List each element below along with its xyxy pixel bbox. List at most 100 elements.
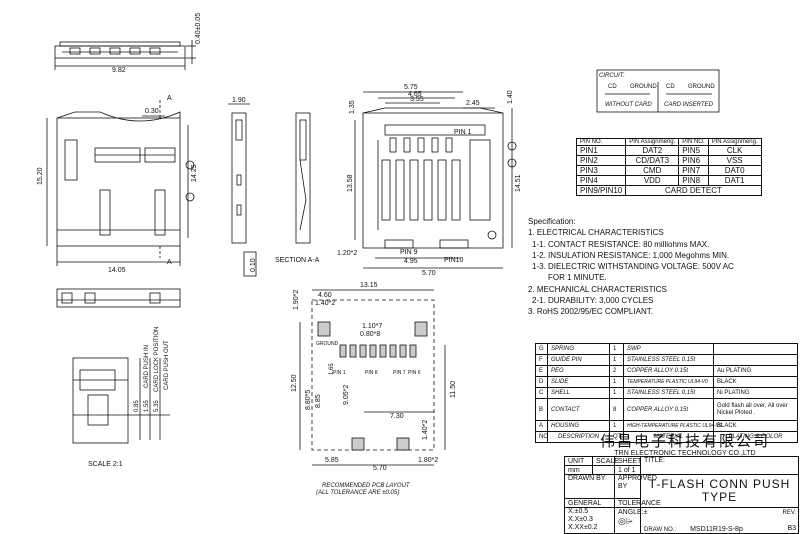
pcb-140x2: 1.40*2 — [315, 300, 335, 307]
dim-030: 0.30 — [145, 108, 159, 115]
push-535: 5.35 — [154, 400, 160, 412]
pcb-460: 4.60 — [318, 292, 332, 299]
pin-cell: PIN1 — [575, 145, 627, 156]
bom-cell: D — [535, 376, 548, 388]
pin-cell: PIN8 — [678, 175, 709, 186]
pin-table-header: PIN NO. — [678, 138, 709, 146]
circuit-inserted: CARD INSERTED — [664, 102, 714, 108]
pcb-180x2: 1.80*2 — [418, 457, 438, 464]
dim-1358: 13.58 — [347, 174, 354, 192]
bom-cell: F — [535, 354, 548, 366]
bom-cell: COPPER ALLOY 0.15t — [623, 365, 714, 377]
pcb-140x2-r: 1.40*2 — [422, 420, 429, 440]
circuit-cd-1: CD — [608, 84, 617, 90]
pin-cell: CMD — [625, 165, 680, 176]
spec-line: 1-2. INSULATION RESISTANCE: 1,000 Megohm… — [532, 250, 730, 260]
bom-cell: E — [535, 365, 548, 377]
pin-cell: VDD — [625, 175, 680, 186]
pcb-165: 1.65 — [329, 363, 335, 375]
tb-general: GENERAL — [564, 498, 615, 508]
tb-rev-label: REV. — [782, 510, 796, 516]
pin-cell: PIN4 — [575, 175, 627, 186]
pcb-caption: RECOMMENDED PCB LAYOUT — [322, 483, 411, 489]
flatness-value: 0.10 — [250, 258, 257, 272]
tb-tol3: X.XX±0.2 — [568, 524, 598, 531]
front-view — [46, 100, 195, 266]
dim-inner-height: 14.25 — [191, 164, 198, 182]
circuit-cd-2: CD — [666, 84, 675, 90]
spec-line: 3. RoHS 2002/95/EC COMPLIANT. — [528, 307, 653, 317]
pin1-label: PIN 1 — [454, 129, 472, 136]
bom-header: QTY — [609, 431, 625, 443]
pcb-585: 5.85 — [325, 457, 339, 464]
bom-header: DESCRIPTION — [547, 431, 610, 443]
pcb-190x2: 1.90*2 — [293, 290, 300, 310]
section-a-a — [295, 112, 311, 244]
pin-cell: VSS — [707, 155, 762, 166]
tb-sheet-val: 1 of 1 — [614, 465, 641, 475]
bom-cell: 1 — [609, 343, 624, 355]
pcb-pin1: PIN 1 — [333, 370, 346, 376]
pin-cell: CD/DAT3 — [625, 155, 680, 166]
bom-cell: B — [535, 398, 548, 421]
bom-header: NO — [535, 431, 548, 443]
tb-approved-by: APPROVED BY — [614, 474, 657, 499]
tb-scale-val — [592, 465, 615, 475]
pin-cell: DAT1 — [707, 175, 762, 186]
card-push-in: CARD PUSH IN — [144, 345, 150, 388]
tb-tolerance: TOLERANCE — [614, 498, 661, 508]
bom-cell: Au PLATING — [713, 365, 798, 377]
spec-title: Specification: — [528, 217, 576, 226]
title-block-company: 伟昌电子科技有限公司 TRN ELECTRONIC TECHNOLOGY CO.… — [600, 430, 770, 457]
pin-cell: PIN9/PIN10 — [575, 185, 627, 196]
bom-cell: Ni PLATING — [713, 387, 798, 399]
pin-table: PIN NO. PIN Assignmeng. PIN NO. PIN Assi… — [575, 138, 762, 196]
bom-cell: CONTACT — [547, 398, 610, 421]
circuit-box — [596, 69, 720, 113]
bom-cell — [713, 354, 798, 366]
tb-tol2: X.X±0.3 — [568, 516, 593, 523]
bom-cell: BLACK — [713, 376, 798, 388]
pin-table-header: PIN Assignmeng. — [707, 138, 762, 146]
bom-header: MATERIAL — [623, 431, 714, 443]
dim-1451: 14.51 — [515, 174, 522, 192]
pin-cell: PIN3 — [575, 165, 627, 176]
pcb-080x8: 0.80*8 — [360, 331, 380, 338]
mark-a-top: A — [167, 95, 172, 102]
pin-cell: DAT2 — [625, 145, 680, 156]
dim-575: 5.75 — [404, 84, 418, 91]
pin-cell: DAT0 — [707, 165, 762, 176]
pin-table-header: PIN Assignmeng. — [625, 138, 680, 146]
tb-drawno: MSD11R19-S-8p — [690, 526, 743, 533]
circuit-ground-2: GROUND — [688, 84, 715, 90]
pcb-570: 5.70 — [373, 465, 387, 472]
bom-cell: STAINLESS STEEL 0.15t — [623, 354, 714, 366]
bom-cell: 2 — [609, 365, 624, 377]
pcb-tolerance: (ALL TOLERANCE ARE ±0.05) — [316, 490, 399, 496]
pin-cell: PIN7 — [678, 165, 709, 176]
bom-cell: PEG — [547, 365, 610, 377]
pin10-label: PIN10 — [444, 257, 464, 264]
company-en: TRN ELECTRONIC TECHNOLOGY CO.,LTD — [614, 450, 756, 457]
tb-title-label: TITLE: — [640, 456, 799, 475]
pin-cell: CARD DETECT — [625, 185, 762, 196]
bom-header: PLATING & COLOR — [713, 431, 798, 443]
pcb-885: 8.85 — [315, 394, 322, 408]
top-view — [54, 40, 196, 70]
circuit-title: CIRCUIT: — [599, 73, 625, 79]
pcb-730: 7.30 — [390, 413, 404, 420]
bom-cell: GUIDE PIN — [547, 354, 610, 366]
tb-angle: ANGLE:± — [618, 509, 648, 516]
push-detail-view — [72, 357, 170, 444]
bom-cell: C — [535, 387, 548, 399]
pin-cell: PIN2 — [575, 155, 627, 166]
tb-unit-val: mm — [564, 465, 593, 475]
pcb-pin6: PIN 6 — [408, 370, 421, 376]
spec-line: 2-1. DURABILITY: 3,000 CYCLES — [532, 296, 654, 306]
pin-cell: PIN5 — [678, 145, 709, 156]
bom-cell: 1 — [609, 387, 624, 399]
bom-cell: COPPER ALLOY 0.15t — [623, 398, 714, 421]
tb-title-line1: T-FLASH CONN PUSH — [648, 477, 791, 491]
tb-scale: SCALE — [592, 456, 619, 466]
